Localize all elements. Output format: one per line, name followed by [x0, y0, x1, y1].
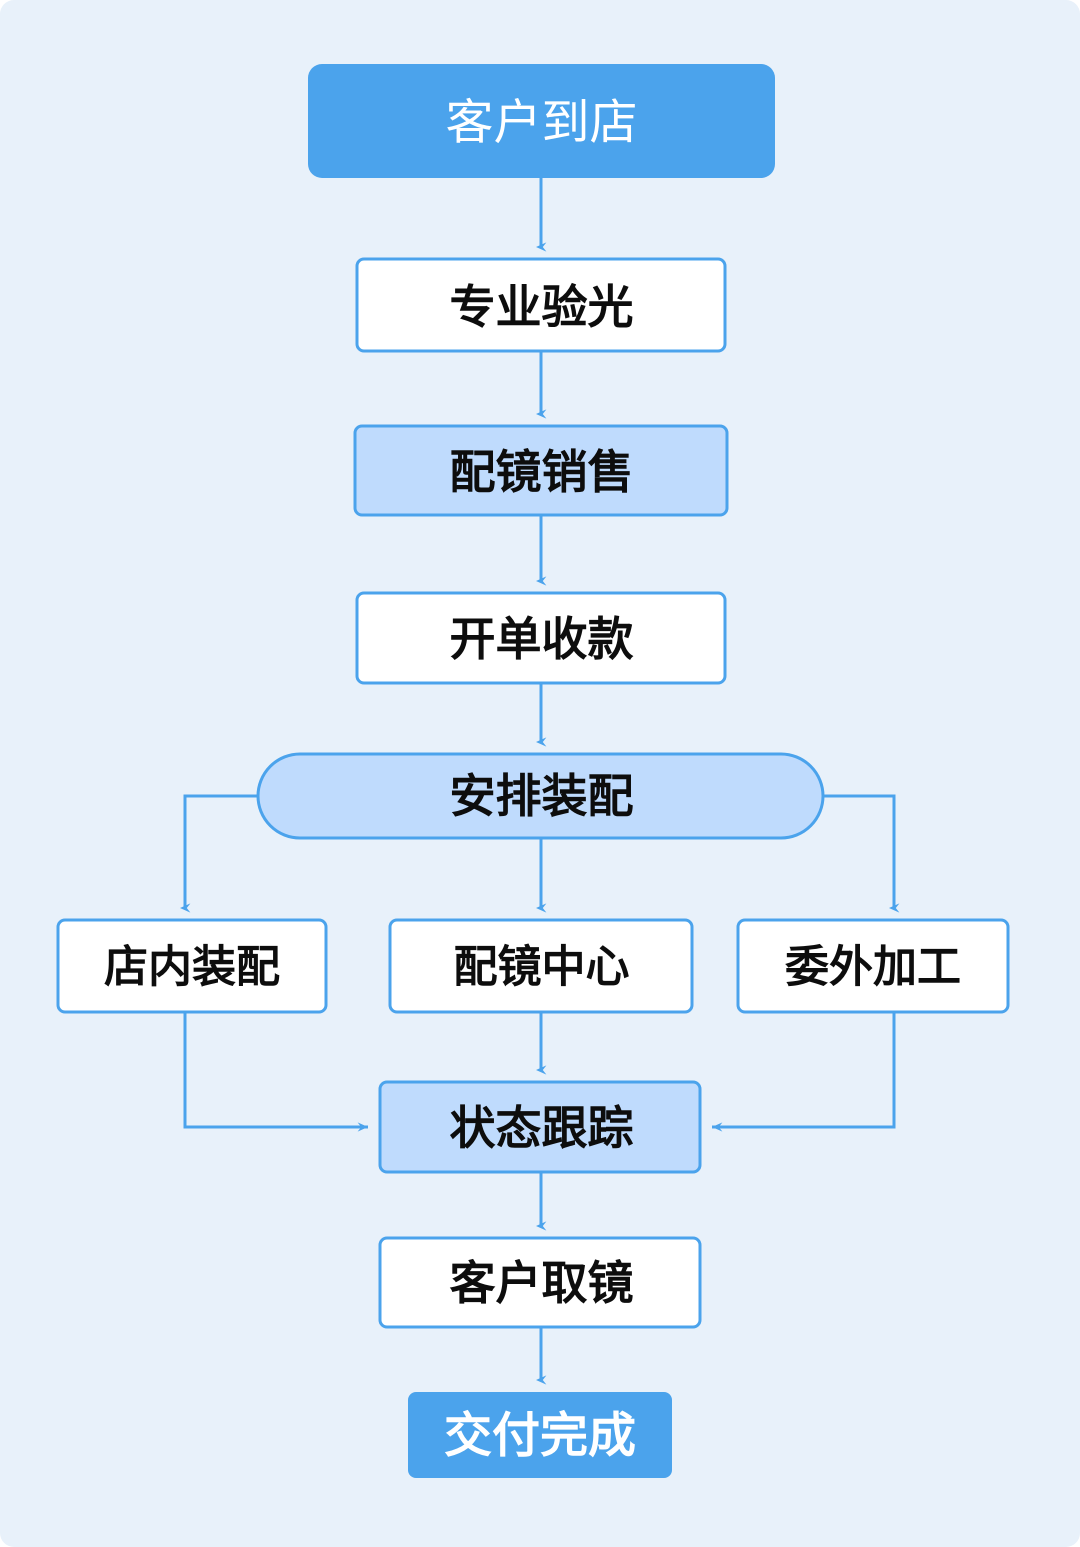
- node-customer-pickup-label: 客户取镜: [450, 1257, 634, 1309]
- node-customer-arrival-shape[interactable]: [308, 64, 775, 178]
- edge-in-store-assembly-to-status-tracking: [183, 1012, 368, 1132]
- edge-assembly-dispatch-to-in-store-assembly: [180, 794, 258, 913]
- node-lens-center[interactable]: 配镜中心: [388, 918, 694, 1014]
- node-in-store-assembly-shape[interactable]: [56, 918, 328, 1014]
- node-in-store-assembly-label: 店内装配: [104, 943, 280, 992]
- node-customer-pickup[interactable]: 客户取镜: [378, 1236, 702, 1329]
- node-lens-sales-shape[interactable]: [353, 424, 729, 517]
- node-lens-sales-label: 配镜销售: [450, 446, 634, 498]
- node-billing-payment[interactable]: 开单收款: [355, 591, 727, 685]
- node-outsourced-process-label: 委外加工: [785, 943, 961, 992]
- node-lens-center-label: 配镜中心: [454, 943, 630, 992]
- node-in-store-assembly[interactable]: 店内装配: [56, 918, 328, 1014]
- node-billing-payment-label: 开单收款: [450, 613, 634, 665]
- node-billing-payment-shape[interactable]: [355, 591, 727, 685]
- node-layer: 客户到店 专业验光 配镜销售 开单收款 安排装配: [56, 64, 1010, 1478]
- node-outsourced-process[interactable]: 委外加工: [736, 918, 1010, 1014]
- node-professional-exam[interactable]: 专业验光: [355, 257, 727, 353]
- node-assembly-dispatch[interactable]: 安排装配: [256, 752, 825, 840]
- node-professional-exam-shape[interactable]: [355, 257, 727, 353]
- node-delivery-complete[interactable]: 交付完成: [408, 1392, 672, 1478]
- node-status-tracking-shape[interactable]: [378, 1080, 702, 1174]
- node-professional-exam-label: 专业验光: [450, 281, 634, 333]
- node-lens-sales[interactable]: 配镜销售: [353, 424, 729, 517]
- edge-assembly-dispatch-to-outsourced-process: [823, 794, 900, 913]
- edge-outsourced-process-to-status-tracking: [712, 1012, 896, 1132]
- node-assembly-dispatch-shape[interactable]: [256, 752, 825, 840]
- node-customer-pickup-shape[interactable]: [378, 1236, 702, 1329]
- edge-layer: [180, 178, 900, 1385]
- node-lens-center-shape[interactable]: [388, 918, 694, 1014]
- node-delivery-complete-shape[interactable]: [408, 1392, 672, 1478]
- node-assembly-dispatch-label: 安排装配: [450, 770, 634, 822]
- node-delivery-complete-label: 交付完成: [444, 1410, 636, 1463]
- node-customer-arrival-label: 客户到店: [445, 97, 637, 150]
- node-status-tracking[interactable]: 状态跟踪: [378, 1080, 702, 1174]
- node-status-tracking-label: 状态跟踪: [450, 1102, 634, 1154]
- node-outsourced-process-shape[interactable]: [736, 918, 1010, 1014]
- node-customer-arrival[interactable]: 客户到店: [308, 64, 775, 178]
